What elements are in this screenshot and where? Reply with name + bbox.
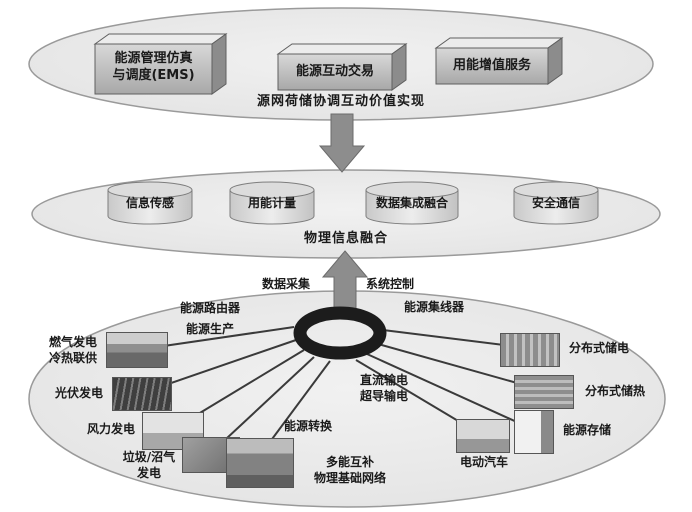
energy-hub-label: 能源集线器 <box>403 300 464 314</box>
value-service-box <box>434 37 564 85</box>
distributed-elec-label: 分布式储电 <box>568 341 629 355</box>
value-layer-caption: 源网荷储协调互动价值实现 <box>256 94 425 109</box>
pv-photo <box>112 377 172 411</box>
trading-box <box>276 43 408 91</box>
ev-photo <box>456 419 510 453</box>
system-control-label: 系统控制 <box>365 277 414 291</box>
wind-label: 风力发电 <box>86 422 135 436</box>
down-arrow <box>318 113 366 173</box>
value-service-box-label: 用能增值服务 <box>452 58 531 73</box>
sensing-cylinder-label: 信息传感 <box>125 196 174 210</box>
trading-box-label: 能源互动交易 <box>295 64 374 79</box>
secure-comm-cylinder <box>513 181 599 225</box>
data-fusion-cylinder <box>365 181 459 225</box>
metering-cylinder <box>229 181 315 225</box>
ev-label: 电动汽车 <box>459 455 508 469</box>
info-layer-caption: 物理信息融合 <box>303 231 388 246</box>
distributed-heat-photo <box>514 375 574 409</box>
energy-production-label: 能源生产 <box>185 322 234 336</box>
gas-chp-label: 燃气发电 冷热联供 <box>48 335 97 365</box>
distributed-elec-photo <box>500 333 560 367</box>
sensing-cylinder <box>107 181 193 225</box>
energy-router-label: 能源路由器 <box>179 301 240 315</box>
ems-box <box>93 33 228 95</box>
dc-superconducting-label: 直流输电 超导输电 <box>359 373 408 403</box>
distributed-heat-label: 分布式储热 <box>584 384 645 398</box>
secure-comm-cylinder-label: 安全通信 <box>531 196 580 210</box>
metering-cylinder-label: 用能计量 <box>247 196 296 210</box>
pv-label: 光伏发电 <box>54 386 103 400</box>
gas-chp-photo <box>106 332 168 368</box>
data-collection-label: 数据采集 <box>261 277 310 291</box>
data-fusion-cylinder-label: 数据集成融合 <box>375 196 448 210</box>
energy-conversion-label: 能源转换 <box>283 419 332 433</box>
waste-biogas-label: 垃圾/沼气 发电 <box>122 450 176 480</box>
hub-ring <box>293 306 387 360</box>
energy-storage-label: 能源存储 <box>562 423 611 437</box>
ems-box-label: 能源管理仿真 与调度(EMS) <box>112 51 195 83</box>
energy-storage-photo <box>514 410 554 454</box>
multi-energy-network-label: 多能互补 物理基础网络 <box>313 455 386 485</box>
multi-energy-photo <box>226 438 294 488</box>
